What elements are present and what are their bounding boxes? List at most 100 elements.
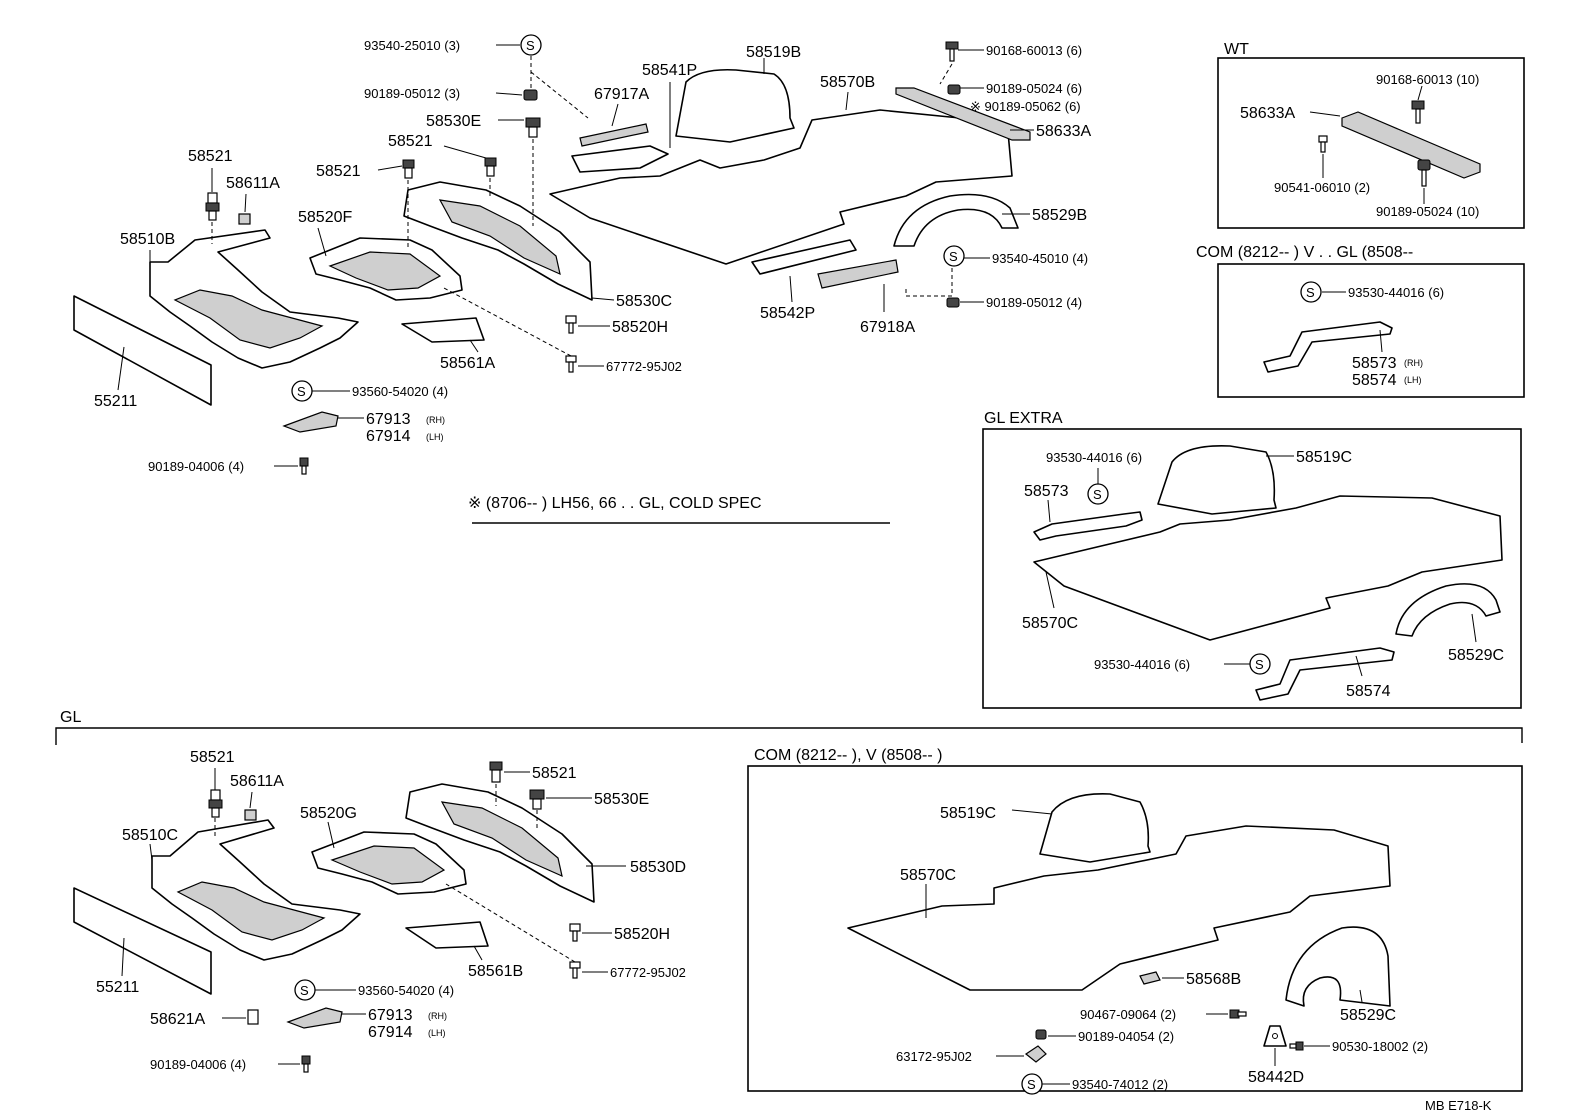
bolt-58520h-b <box>569 923 581 942</box>
label-67913-b: 67913 <box>368 1007 413 1024</box>
dash-90189-05012-a <box>530 71 589 119</box>
bolt-90168-60013-6 <box>945 41 959 62</box>
clip-58521-a <box>205 192 220 221</box>
label-58510c: 58510C <box>122 827 178 844</box>
part-58542p <box>751 239 857 275</box>
label-58611a-b: 58611A <box>230 773 284 790</box>
part-58529b <box>893 193 1019 247</box>
leader-67917a <box>611 103 619 127</box>
part-67913-b <box>286 1007 343 1029</box>
part-58633a-a <box>895 87 1031 141</box>
part-55211-b <box>73 887 212 995</box>
cold-spec-note: ※ (8706-- ) LH56, 66 . . GL, COLD SPEC <box>468 495 762 512</box>
leader-58529c-a <box>1471 613 1477 643</box>
part-67918a <box>817 259 899 289</box>
label-58521-e: 58521 <box>532 765 577 782</box>
leader-58570b <box>845 91 849 111</box>
bolt-90189-04006-a <box>299 457 309 475</box>
label-93540-74012: 93540-74012 (2) <box>1072 1077 1168 1092</box>
gl-bracket-line <box>55 727 1523 745</box>
label-58530c: 58530C <box>616 293 672 310</box>
part-58621a <box>247 1009 259 1025</box>
label-67917a: 67917A <box>594 86 649 103</box>
part-58541p <box>571 145 669 173</box>
label-63172: 63172-95J02 <box>896 1049 972 1064</box>
label-90530-18002: 90530-18002 (2) <box>1332 1039 1428 1054</box>
leader-58573-rh <box>1379 329 1383 353</box>
label-58520h-b: 58520H <box>614 926 670 943</box>
part-55211-a <box>73 295 212 406</box>
bolt-58520h-a <box>565 315 577 334</box>
leader-90189-05012-a <box>495 92 523 96</box>
nut-90189-05012-a <box>523 89 538 101</box>
label-67913-a: 67913 <box>366 411 411 428</box>
part-58633a-b <box>1341 111 1481 179</box>
bolt-90168-60013-10 <box>1411 100 1425 124</box>
label-58519b: 58519B <box>746 44 801 61</box>
label-90189-04006-a: 90189-04006 (4) <box>148 459 244 474</box>
s-symbol-93540-25010 <box>520 34 542 56</box>
label-93560-54020-b: 93560-54020 (4) <box>358 983 454 998</box>
leader-58529c-b <box>1359 989 1363 1003</box>
label-93540-25010: 93540-25010 (3) <box>364 38 460 53</box>
label-58621a: 58621A <box>150 1011 205 1028</box>
part-58529c-b <box>1285 926 1391 1007</box>
part-58574 <box>1255 647 1395 701</box>
s-symbol-text-7: S <box>300 983 309 998</box>
label-90467-09064: 90467-09064 (2) <box>1080 1007 1176 1022</box>
com-v-section-title: COM (8212-- ), V (8508-- ) <box>754 747 942 764</box>
label-90189-04006-b: 90189-04006 (4) <box>150 1057 246 1072</box>
dash-90189-05024-6 <box>939 63 953 85</box>
label-58570c-a: 58570C <box>1022 615 1078 632</box>
leader-58520f <box>317 227 327 257</box>
label-58519c-b: 58519C <box>940 805 996 822</box>
part-58561b <box>405 921 489 949</box>
gl-extra-section-title: GL EXTRA <box>984 410 1063 427</box>
leader-58611a-b <box>249 791 253 809</box>
label-58542p: 58542P <box>760 305 815 322</box>
part-58510c-detail <box>176 881 326 941</box>
label-58573-rh: 58573 <box>1352 355 1397 372</box>
part-67913-a <box>282 411 339 433</box>
label-90189-04054: 90189-04054 (2) <box>1078 1029 1174 1044</box>
leader-58521-b <box>377 165 403 171</box>
leader-58510c <box>149 843 153 861</box>
label-90189-05012-b: 90189-05012 (4) <box>986 295 1082 310</box>
label-58521-a: 58521 <box>188 148 233 165</box>
label-67913-a-rh: (RH) <box>426 415 445 425</box>
leader-58520g <box>327 821 335 849</box>
label-58574-lh-tag: (LH) <box>1404 375 1422 385</box>
bolt-90189-04006-b <box>301 1055 311 1073</box>
nut-90189-05012-b <box>946 297 960 308</box>
label-58573: 58573 <box>1024 483 1069 500</box>
label-58633a-a: 58633A <box>1036 123 1091 140</box>
s-symbol-93530-44016-a <box>1300 281 1322 303</box>
label-58529b: 58529B <box>1032 207 1087 224</box>
bolt-67772-b <box>569 961 581 979</box>
leader-90168-60013-10 <box>1417 85 1423 101</box>
label-55211-a: 55211 <box>94 393 137 410</box>
bolt-90530-18002 <box>1289 1041 1304 1051</box>
label-58561a: 58561A <box>440 355 495 372</box>
label-93540-45010: 93540-45010 (4) <box>992 251 1088 266</box>
part-58611a-b <box>244 809 257 821</box>
leader-58611a-a <box>244 193 247 213</box>
bolt-90541-06010 <box>1318 135 1328 153</box>
label-58573-rh-tag: (RH) <box>1404 358 1423 368</box>
gl-extra-frame <box>982 428 1522 709</box>
s-symbol-text-4: S <box>1306 285 1315 300</box>
part-58442d-hole <box>1272 1033 1278 1039</box>
label-58541p: 58541P <box>642 62 697 79</box>
leader-58561a <box>469 339 479 353</box>
leader-58521-c <box>443 145 487 159</box>
label-58530e-b: 58530E <box>594 791 649 808</box>
s-symbol-text-3: S <box>949 249 958 264</box>
leader-58561b <box>473 945 483 961</box>
clip-58521-c <box>484 157 497 177</box>
label-67913-b-rh: (RH) <box>428 1011 447 1021</box>
label-58519c-a: 58519C <box>1296 449 1352 466</box>
label-67772-b: 67772-95J02 <box>610 965 686 980</box>
part-58510b-detail <box>173 289 324 349</box>
bolt-90467-09064 <box>1229 1009 1247 1019</box>
